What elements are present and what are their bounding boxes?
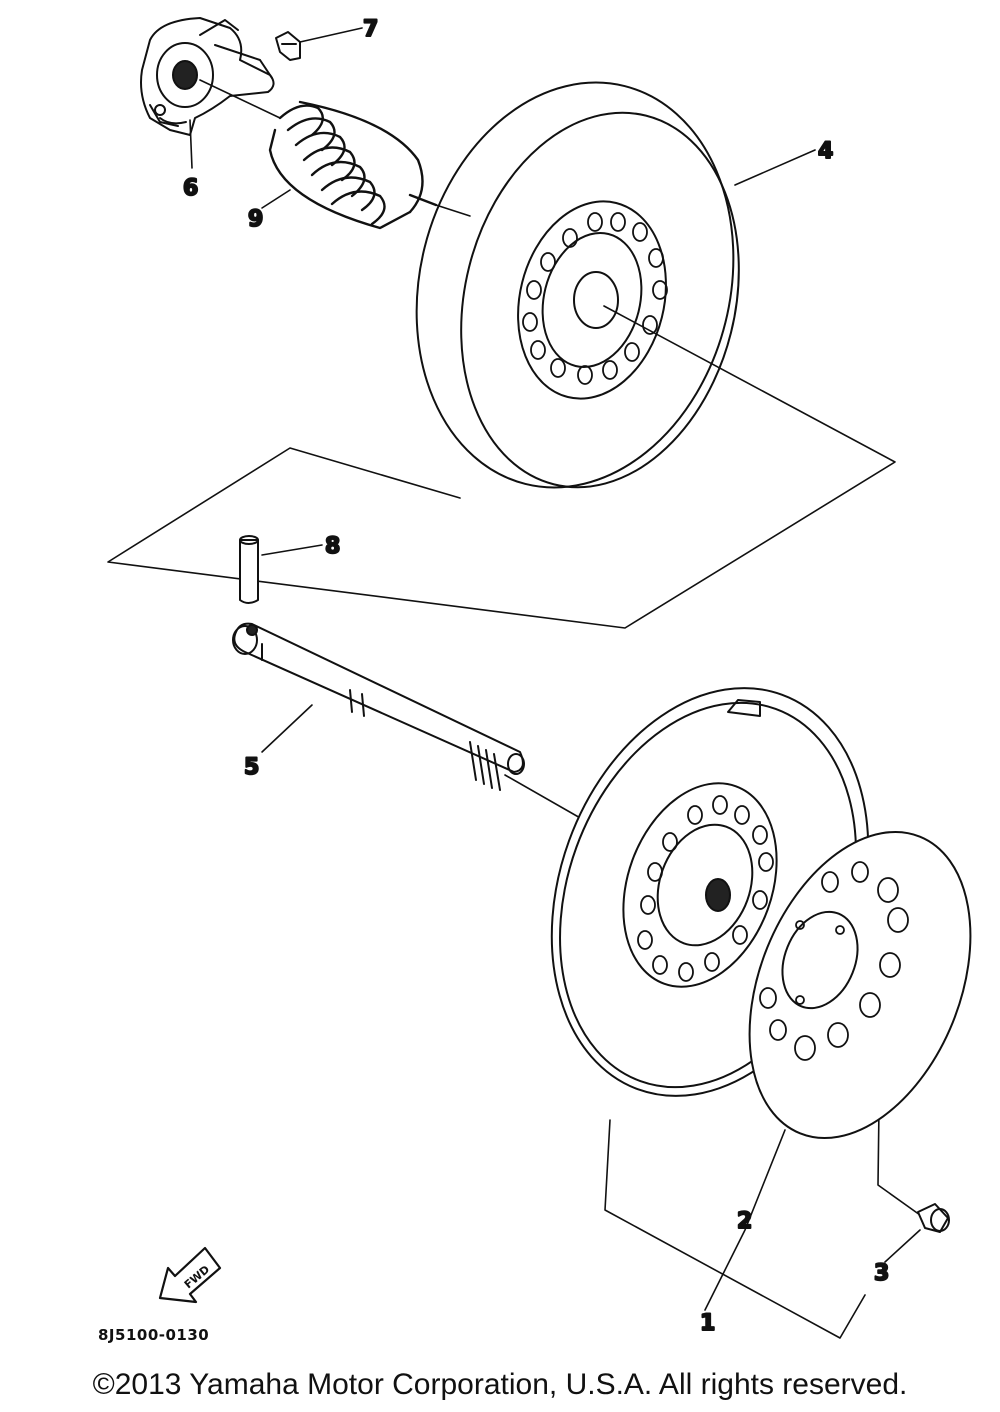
part-8-pin — [239, 535, 259, 604]
callout-7: 7 — [363, 17, 378, 42]
callout-4: 4 — [818, 139, 833, 164]
part-6-cam-bracket — [140, 17, 275, 136]
exploded-parts-diagram: 1 2 3 4 5 6 7 8 9 FWD — [107, 16, 972, 1339]
part-1-bolt-holes — [637, 795, 774, 982]
part-5-shaft — [232, 622, 525, 791]
fwd-arrow-icon: FWD — [158, 1246, 222, 1304]
part-4-bolt-holes — [522, 212, 668, 385]
part-2-plate — [748, 830, 972, 1140]
copyright-notice: ©2013 Yamaha Motor Corporation, U.S.A. A… — [92, 1368, 908, 1401]
drawing-code: 8J5100-0130 — [98, 1326, 210, 1344]
part-4-sheave — [415, 81, 740, 489]
part-3-bolt — [917, 1203, 950, 1233]
callout-8: 8 — [325, 534, 340, 559]
callout-2: 2 — [737, 1209, 752, 1234]
callout-9: 9 — [248, 207, 263, 232]
part-9-spring — [268, 100, 438, 230]
callout-3: 3 — [874, 1261, 889, 1286]
callout-6: 6 — [183, 176, 198, 201]
part-7-bolt — [275, 31, 301, 61]
leader-lines — [189, 27, 921, 1311]
callout-5: 5 — [244, 755, 259, 780]
part-2-holes — [759, 861, 909, 1061]
callout-1: 1 — [700, 1311, 715, 1336]
